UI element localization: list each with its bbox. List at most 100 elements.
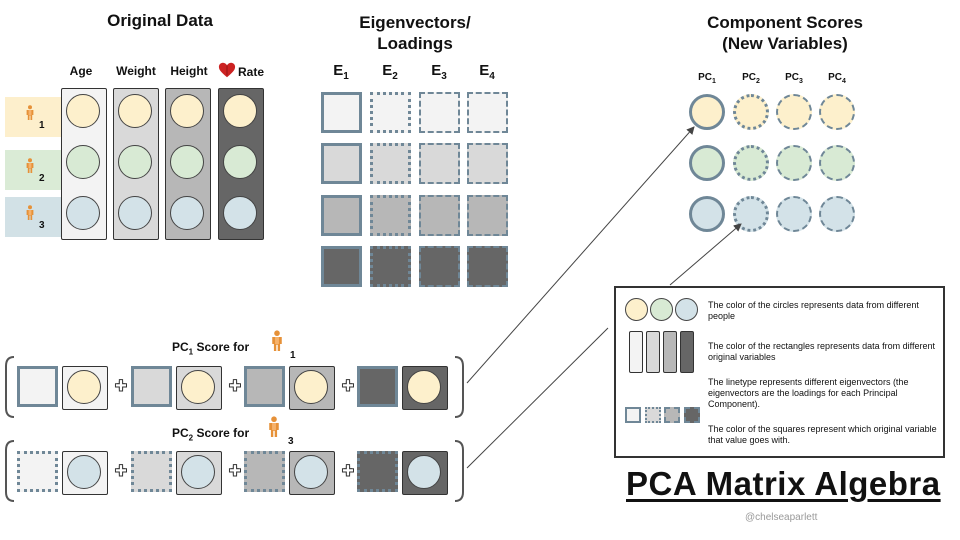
eigen-header-1: E1 [326,62,356,82]
score-label-sub: 1 [188,347,194,357]
eigenvectors-title-line1: Eigenvectors/ [359,13,471,32]
score-label-suffix: Score for [193,426,250,440]
person-icon [272,330,282,351]
pc-header-2: PC2 [734,72,768,85]
score-circle [776,94,812,130]
heart-icon [218,62,236,78]
plus-icon: + [115,460,127,482]
data-circle [66,94,100,128]
column-header-age: Age [69,64,93,78]
data-circle [223,196,257,230]
eigen-letter: E [333,62,344,79]
score-label-sub: 2 [188,433,194,443]
loading-square [370,143,411,184]
legend-loading-square [645,407,661,423]
data-circle [67,370,101,404]
loading-square [17,451,58,492]
score-label-prefix: PC [172,340,189,354]
eigenvectors-title: Eigenvectors/ Loadings [320,12,510,54]
pc-sub: 3 [799,78,803,85]
bracket-pair [5,440,464,502]
loading-square [357,451,398,492]
pc-letter: PC [828,72,842,83]
pc-header-1: PC1 [690,72,724,85]
person-icon [26,158,34,173]
person-index: 1 [39,120,45,131]
plus-icon: + [229,460,241,482]
legend-text-circles: The color of the circles represents data… [708,300,919,321]
loading-square [244,366,285,407]
score-circle [689,145,725,181]
legend-text-squares: The color of the squares represent which… [708,424,937,445]
loading-square [131,451,172,492]
loading-square [419,92,460,133]
loading-square [370,195,411,236]
person-icon [26,105,34,120]
legend-variable-rect [629,331,643,373]
component-scores-title-line2: (New Variables) [722,34,848,53]
score-circle [733,196,769,232]
data-circle [66,196,100,230]
eigen-sub: 2 [392,71,398,82]
legend-person-circle [625,298,648,321]
score-person-index: 3 [288,436,294,447]
score-person-index: 1 [290,350,296,361]
eigen-sub: 4 [489,71,495,82]
data-circle [66,145,100,179]
score-circle [776,196,812,232]
pc-sub: 1 [712,78,716,85]
score-label-prefix: PC [172,426,189,440]
eigen-header-3: E3 [424,62,454,82]
data-circle [223,145,257,179]
pc-letter: PC [742,72,756,83]
loading-square [467,246,508,287]
column-header-weight: Weight [116,64,156,78]
loading-square [370,246,411,287]
legend-text-linetype: The linetype represents different eigenv… [708,377,909,409]
data-circle [170,196,204,230]
eigen-letter: E [479,62,490,79]
arrow-icon [669,223,742,286]
score-circle [733,94,769,130]
component-scores-title: Component Scores (New Variables) [670,12,900,54]
legend-variable-rect [680,331,694,373]
legend-loading-square [684,407,700,423]
person-index: 2 [39,173,45,184]
data-circle [118,196,152,230]
loading-square [131,366,172,407]
pc-header-3: PC3 [777,72,811,85]
person-icon [26,205,34,220]
plus-icon: + [342,375,354,397]
pc-letter: PC [785,72,799,83]
data-circle [118,145,152,179]
person-tag-2: 2 [5,150,61,190]
arrow-icon [466,327,609,469]
pc-letter: PC [698,72,712,83]
credit-text: @chelseaparlett [745,512,818,523]
data-circle [170,94,204,128]
legend-box: The color of the circles represents data… [614,286,945,458]
loading-square [17,366,58,407]
pc-sub: 2 [756,78,760,85]
loading-square [321,246,362,287]
person-icon [269,416,279,437]
legend-variable-rect [663,331,677,373]
data-circle [67,455,101,489]
loading-square [244,451,285,492]
legend-person-circle [650,298,673,321]
data-circle [181,455,215,489]
data-circle [294,370,328,404]
loading-square [321,195,362,236]
eigen-letter: E [382,62,393,79]
score-circle [819,94,855,130]
score-circle [689,196,725,232]
eigen-letter: E [431,62,442,79]
eigen-sub: 3 [441,71,447,82]
column-header-height: Height [170,64,208,78]
column-header-rate: Rate [216,60,272,82]
score-label-suffix: Score for [193,340,250,354]
plus-icon: + [229,375,241,397]
loading-square [419,195,460,236]
legend-person-circle [675,298,698,321]
score-circle [819,145,855,181]
